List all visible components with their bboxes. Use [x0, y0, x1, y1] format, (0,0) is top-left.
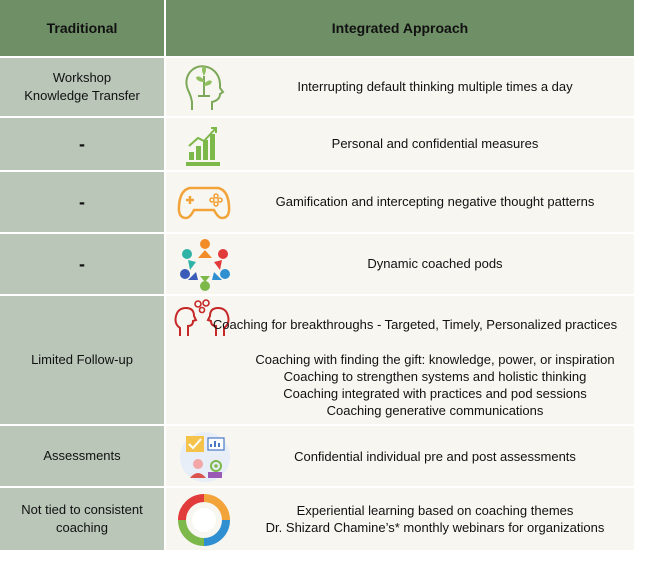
traditional-text: -	[79, 192, 85, 212]
integrated-cell: Confidential individual pre and post ass…	[166, 426, 634, 486]
integrated-text: Coaching to strengthen systems and holis…	[283, 369, 587, 384]
table-row: Workshop Knowledge Transfer Interrupting…	[0, 58, 634, 116]
traditional-text: -	[79, 254, 85, 274]
integrated-cell: Coaching for breakthroughs - Targeted, T…	[166, 296, 634, 424]
traditional-cell: -	[0, 118, 164, 170]
integrated-text: Confidential individual pre and post ass…	[294, 449, 576, 464]
traditional-text: -	[79, 134, 85, 154]
integrated-text: Dr. Shizard Chamine’s* monthly webinars …	[265, 520, 605, 535]
table-header-row: Traditional Integrated Approach	[0, 0, 634, 56]
table-row: - Gamification and intercepting negative…	[0, 172, 634, 232]
integrated-text: Interrupting default thinking multiple t…	[297, 79, 573, 94]
integrated-text: Experiential learning based on coaching …	[296, 503, 574, 518]
integrated-cell: Experiential learning based on coaching …	[166, 488, 634, 550]
header-integrated: Integrated Approach	[166, 0, 634, 56]
traditional-cell: Limited Follow-up	[0, 296, 164, 424]
table-row: Limited Follow-up Coaching for breakthro…	[0, 296, 634, 424]
integrated-text: Coaching with finding the gift: knowledg…	[255, 352, 615, 367]
integrated-cell: Personal and confidential measures	[166, 118, 634, 170]
traditional-cell: Assessments	[0, 426, 164, 486]
traditional-cell: -	[0, 172, 164, 232]
traditional-text: Workshop	[52, 70, 112, 85]
traditional-text: Not tied to consistent	[21, 502, 143, 517]
table-row: - Dynamic coached pods	[0, 234, 634, 294]
traditional-text: coaching	[55, 520, 109, 535]
table-row: Not tied to consistent coaching Experien…	[0, 488, 634, 550]
traditional-text: Limited Follow-up	[31, 352, 133, 367]
integrated-text: Dynamic coached pods	[367, 256, 503, 271]
integrated-text: Personal and confidential measures	[331, 136, 539, 151]
game-controller-icon	[177, 186, 231, 220]
integrated-cell: Dynamic coached pods	[166, 234, 634, 294]
bar-chart-growth-icon	[186, 127, 220, 166]
heads-gears-icon	[174, 299, 230, 336]
integrated-cell: Gamification and intercepting negative t…	[166, 172, 634, 232]
team-circle-icon	[180, 239, 230, 291]
integrated-text-list: Coaching with finding the gift: knowledg…	[236, 351, 634, 419]
integrated-text-list: Experiential learning based on coaching …	[236, 502, 634, 536]
integrated-text: Coaching generative communications	[326, 403, 544, 418]
integrated-text: Gamification and intercepting negative t…	[275, 194, 595, 209]
cycle-arrows-icon	[178, 494, 230, 546]
traditional-cell: Workshop Knowledge Transfer	[0, 58, 164, 116]
traditional-cell: Not tied to consistent coaching	[0, 488, 164, 550]
integrated-text-first: Coaching for breakthroughs - Targeted, T…	[212, 317, 618, 332]
assessment-checklist-icon	[180, 432, 230, 482]
header-traditional: Traditional	[0, 0, 164, 56]
traditional-text: Assessments	[43, 448, 121, 463]
head-plant-icon	[185, 65, 225, 110]
traditional-cell: -	[0, 234, 164, 294]
table-row: Assessments Confidential individual pre …	[0, 426, 634, 486]
integrated-text: Coaching integrated with practices and p…	[283, 386, 587, 401]
table-row: - Personal and confidential measures	[0, 118, 634, 170]
integrated-cell: Interrupting default thinking multiple t…	[166, 58, 634, 116]
traditional-text: Knowledge Transfer	[24, 88, 140, 103]
